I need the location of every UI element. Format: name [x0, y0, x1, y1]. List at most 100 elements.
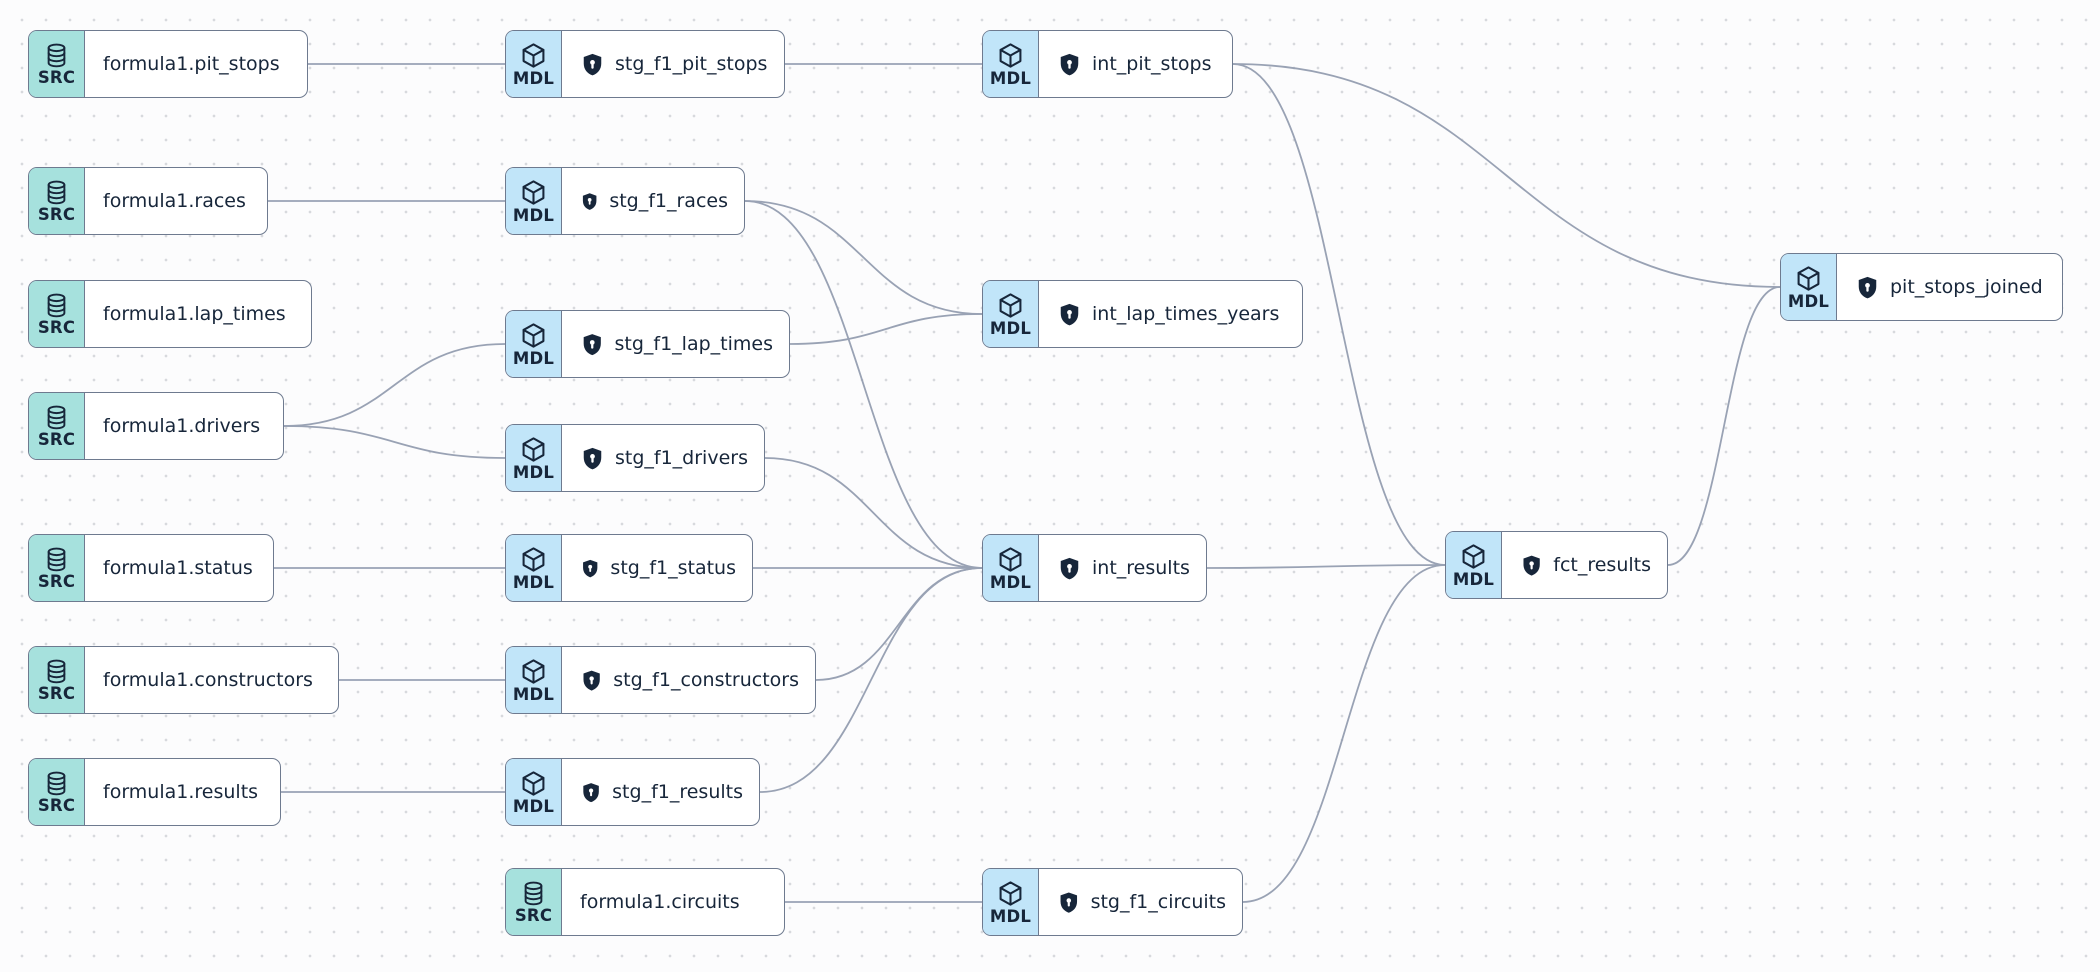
node-type-label: MDL: [512, 462, 555, 482]
node-type-label: SRC: [37, 571, 76, 591]
source-type-badge: SRC: [29, 647, 85, 713]
model-type-badge: MDL: [506, 535, 562, 601]
shield-icon: [582, 192, 597, 210]
node-formula1-lap-times[interactable]: SRC formula1.lap_times: [28, 280, 312, 348]
source-type-badge: SRC: [29, 393, 85, 459]
shield-icon: [583, 559, 598, 577]
source-type-badge: SRC: [29, 168, 85, 234]
node-body: formula1.circuits: [562, 869, 784, 935]
node-type-label: MDL: [989, 572, 1032, 592]
node-formula1-constructors[interactable]: SRC formula1.constructors: [28, 646, 339, 714]
node-body: int_results: [1039, 535, 1206, 601]
edge-stg_f1_constructors-to-int_results: [815, 567, 983, 681]
shield-icon: [1060, 891, 1078, 913]
node-type-label: MDL: [512, 205, 555, 225]
node-label: stg_f1_races: [609, 190, 728, 212]
node-label: formula1.pit_stops: [103, 53, 280, 75]
cube-icon: [522, 323, 545, 348]
node-label: int_results: [1092, 557, 1190, 579]
cube-icon: [999, 293, 1022, 318]
node-formula1-races[interactable]: SRC formula1.races: [28, 167, 268, 235]
node-formula1-status[interactable]: SRC formula1.status: [28, 534, 274, 602]
cube-icon: [522, 43, 545, 68]
node-type-label: MDL: [512, 348, 555, 368]
source-type-badge: SRC: [506, 869, 562, 935]
node-label: int_lap_times_years: [1092, 303, 1280, 325]
database-icon: [47, 405, 66, 430]
node-label: formula1.drivers: [103, 415, 261, 437]
node-body: stg_f1_pit_stops: [562, 31, 784, 97]
shield-icon: [1060, 303, 1079, 325]
node-body: stg_f1_results: [562, 759, 759, 825]
node-body: fct_results: [1502, 532, 1667, 598]
node-label: formula1.constructors: [103, 669, 313, 691]
edge-stg_f1_lap_times-to-int_lap_times_years: [789, 313, 983, 345]
cube-icon: [999, 547, 1022, 572]
edge-int_results-to-fct_results: [1206, 564, 1446, 569]
node-formula1-circuits[interactable]: SRC formula1.circuits: [505, 868, 785, 936]
node-int-pit-stops[interactable]: MDL int_pit_stops: [982, 30, 1233, 98]
node-formula1-pit-stops[interactable]: SRC formula1.pit_stops: [28, 30, 308, 98]
cube-icon: [522, 437, 545, 462]
edge-stg_f1_circuits-to-fct_results: [1242, 564, 1446, 903]
node-pit-stops-joined[interactable]: MDL pit_stops_joined: [1780, 253, 2063, 321]
node-label: stg_f1_constructors: [613, 669, 799, 691]
cube-icon: [522, 180, 545, 205]
node-type-label: MDL: [512, 796, 555, 816]
node-stg-f1-races[interactable]: MDL stg_f1_races: [505, 167, 745, 235]
node-stg-f1-constructors[interactable]: MDL stg_f1_constructors: [505, 646, 816, 714]
node-fct-results[interactable]: MDL fct_results: [1445, 531, 1668, 599]
source-type-badge: SRC: [29, 759, 85, 825]
node-stg-f1-status[interactable]: MDL stg_f1_status: [505, 534, 753, 602]
node-type-label: MDL: [989, 906, 1032, 926]
source-type-badge: SRC: [29, 281, 85, 347]
node-stg-f1-pit-stops[interactable]: MDL stg_f1_pit_stops: [505, 30, 785, 98]
shield-icon: [1523, 555, 1540, 576]
node-label: int_pit_stops: [1092, 53, 1212, 75]
model-type-badge: MDL: [1446, 532, 1502, 598]
node-body: formula1.results: [85, 759, 280, 825]
node-type-label: SRC: [37, 429, 76, 449]
database-icon: [47, 771, 66, 796]
edge-src_drivers-to-stg_f1_drivers: [283, 425, 506, 459]
database-icon: [524, 881, 543, 906]
node-stg-f1-lap-times[interactable]: MDL stg_f1_lap_times: [505, 310, 790, 378]
node-stg-f1-circuits[interactable]: MDL stg_f1_circuits: [982, 868, 1243, 936]
node-label: formula1.status: [103, 557, 253, 579]
node-stg-f1-results[interactable]: MDL stg_f1_results: [505, 758, 760, 826]
node-label: pit_stops_joined: [1890, 276, 2043, 298]
edge-fct_results-to-pit_stops_joined: [1667, 286, 1781, 566]
edge-stg_f1_races-to-int_results: [744, 200, 983, 569]
node-type-label: MDL: [1787, 291, 1830, 311]
node-label: formula1.results: [103, 781, 259, 803]
edge-src_drivers-to-stg_f1_lap_times: [283, 343, 506, 427]
node-label: stg_f1_status: [610, 557, 736, 579]
model-type-badge: MDL: [983, 281, 1039, 347]
node-formula1-drivers[interactable]: SRC formula1.drivers: [28, 392, 284, 460]
edge-stg_f1_drivers-to-int_results: [764, 457, 983, 569]
database-icon: [47, 547, 66, 572]
node-formula1-results[interactable]: SRC formula1.results: [28, 758, 281, 826]
model-type-badge: MDL: [983, 31, 1039, 97]
node-label: stg_f1_circuits: [1090, 891, 1226, 913]
node-type-label: MDL: [989, 318, 1032, 338]
node-body: stg_f1_drivers: [562, 425, 764, 491]
model-type-badge: MDL: [506, 759, 562, 825]
node-label: stg_f1_pit_stops: [615, 53, 768, 75]
shield-icon: [583, 333, 601, 355]
model-type-badge: MDL: [506, 425, 562, 491]
node-int-lap-times-years[interactable]: MDL int_lap_times_years: [982, 280, 1303, 348]
node-type-label: MDL: [512, 68, 555, 88]
cube-icon: [1462, 544, 1485, 569]
database-icon: [47, 659, 66, 684]
node-type-label: MDL: [1452, 569, 1495, 589]
node-type-label: SRC: [37, 67, 76, 87]
node-type-label: MDL: [512, 572, 555, 592]
node-stg-f1-drivers[interactable]: MDL stg_f1_drivers: [505, 424, 765, 492]
node-type-label: SRC: [37, 317, 76, 337]
shield-icon: [1060, 53, 1079, 75]
model-type-badge: MDL: [506, 168, 562, 234]
node-int-results[interactable]: MDL int_results: [982, 534, 1207, 602]
